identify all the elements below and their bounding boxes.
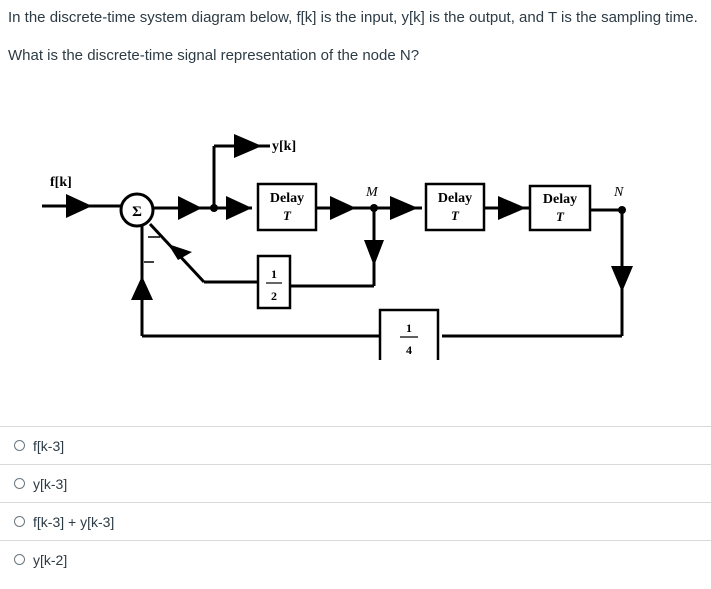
output-label: y[k] [272, 139, 296, 154]
radio-button[interactable] [14, 554, 25, 565]
option-label: y[k-2] [33, 551, 68, 568]
node-M-label: M [365, 185, 379, 200]
node-N-label: N [613, 185, 624, 200]
delay-1-T: T [283, 208, 292, 223]
option-1[interactable]: f[k-3] [0, 426, 711, 464]
delay-2-T: T [451, 208, 460, 223]
gain-half-block [256, 254, 292, 310]
option-label: f[k-3] [33, 437, 65, 454]
delay-block-3 [528, 184, 592, 232]
option-2[interactable]: y[k-3] [0, 464, 711, 502]
input-label: f[k] [50, 175, 72, 190]
delay-1-label: Delay [270, 191, 304, 206]
output-arrow [234, 134, 262, 158]
delay-block-1 [256, 182, 318, 232]
question-prompt: What is the discrete-time signal represe… [8, 47, 420, 64]
delay-3-label: Delay [543, 192, 577, 207]
input-arrow [66, 194, 92, 218]
delay-3-T: T [556, 209, 565, 224]
option-label: y[k-3] [33, 475, 68, 492]
delay-block-2 [424, 182, 486, 232]
gain-quarter-den: 4 [406, 343, 412, 357]
option-label: f[k-3] + y[k-3] [33, 513, 115, 530]
question-text: In the discrete-time system diagram belo… [8, 6, 708, 82]
gain-quarter-num: 1 [406, 321, 412, 335]
gain-half-den: 2 [271, 289, 277, 303]
radio-button[interactable] [14, 516, 25, 527]
sum-symbol: Σ [132, 204, 142, 220]
question-intro: In the discrete-time system diagram belo… [8, 9, 698, 26]
block-diagram: f[k] Σ y[k] Delay T M 1 2 Delay T Delay … [42, 134, 633, 360]
gain-half-num: 1 [271, 267, 277, 281]
radio-button[interactable] [14, 478, 25, 489]
gain-quarter-block [378, 308, 440, 360]
answer-options: f[k-3] y[k-3] f[k-3] + y[k-3] y[k-2] [0, 426, 711, 578]
option-3[interactable]: f[k-3] + y[k-3] [0, 502, 711, 540]
delay-2-label: Delay [438, 191, 472, 206]
option-4[interactable]: y[k-2] [0, 540, 711, 578]
radio-button[interactable] [14, 440, 25, 451]
summing-junction [119, 192, 155, 228]
